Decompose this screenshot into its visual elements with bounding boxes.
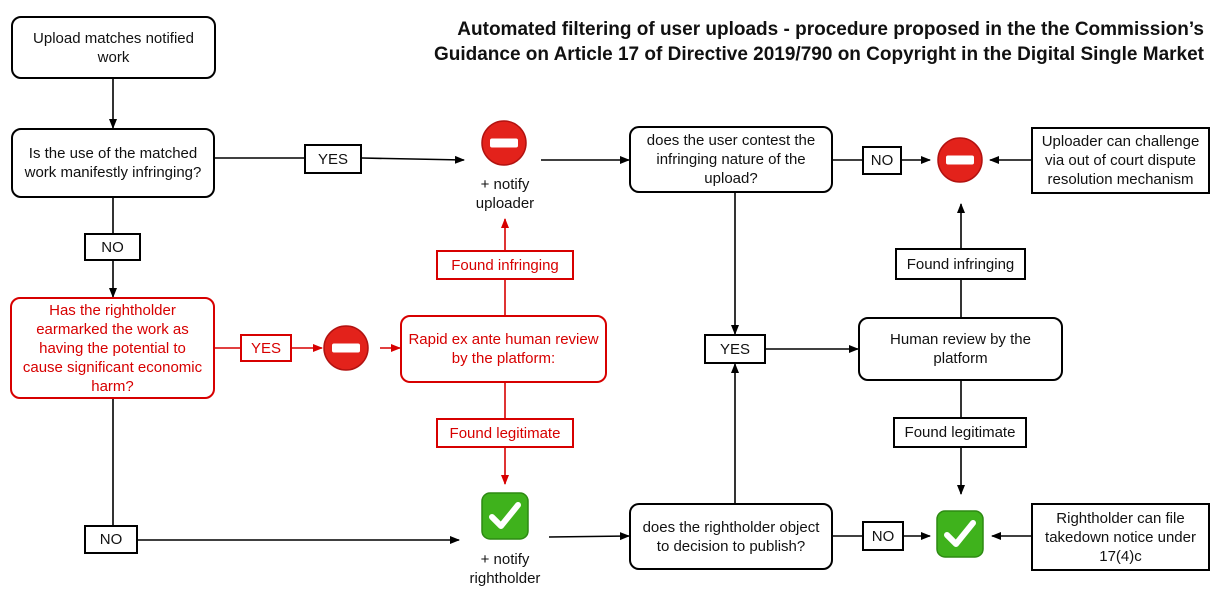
title-line-1: Automated filtering of user uploads - pr…: [457, 19, 1204, 40]
label-yes-center: YES: [704, 334, 766, 364]
label-found-legitimate: Found legitimate: [893, 417, 1027, 448]
node-uploader-challenge: Uploader can challenge via out of court …: [1031, 127, 1210, 194]
label-found-infringing: Found infringing: [895, 248, 1026, 280]
diagram-title: Automated filtering of user uploads - pr…: [290, 17, 1204, 67]
label-found-infringing-red: Found infringing: [436, 250, 574, 280]
no-entry-icon: [937, 137, 983, 183]
caption-notify-uploader: + notify uploader: [450, 175, 560, 213]
caption-notify-target: uploader: [475, 195, 535, 212]
no-entry-icon: [323, 325, 369, 371]
label-no-contest: NO: [862, 146, 902, 175]
label-yes-manifest: YES: [304, 144, 362, 174]
label-no-object: NO: [862, 521, 904, 551]
node-human-review: Human review by the platform: [858, 317, 1063, 381]
node-rightholder-object: does the rightholder object to decision …: [629, 503, 833, 570]
check-mark-icon: [936, 510, 984, 558]
node-user-contest: does the user contest the infringing nat…: [629, 126, 833, 193]
node-rapid-review: Rapid ex ante human review by the platfo…: [400, 315, 607, 383]
title-line-2: Guidance on Article 17 of Directive 2019…: [433, 44, 1204, 65]
node-rightholder-earmarked: Has the rightholder earmarked the work a…: [10, 297, 215, 399]
check-mark-icon: [481, 492, 529, 540]
caption-notify-plus: + notify: [480, 551, 530, 568]
label-no-manifest: NO: [84, 233, 141, 261]
caption-notify-rightholder: + notify rightholder: [450, 550, 560, 588]
label-no-earmarked: NO: [84, 525, 138, 554]
label-yes-earmarked: YES: [240, 334, 292, 362]
label-found-legitimate-red: Found legitimate: [436, 418, 574, 448]
node-rightholder-takedown: Rightholder can file takedown notice und…: [1031, 503, 1210, 571]
node-upload-matches: Upload matches notified work: [11, 16, 216, 79]
caption-notify-target: rightholder: [469, 570, 541, 587]
no-entry-icon: [481, 120, 527, 166]
node-manifestly-infringing: Is the use of the matched work manifestl…: [11, 128, 215, 198]
caption-notify-plus: + notify: [480, 176, 530, 193]
